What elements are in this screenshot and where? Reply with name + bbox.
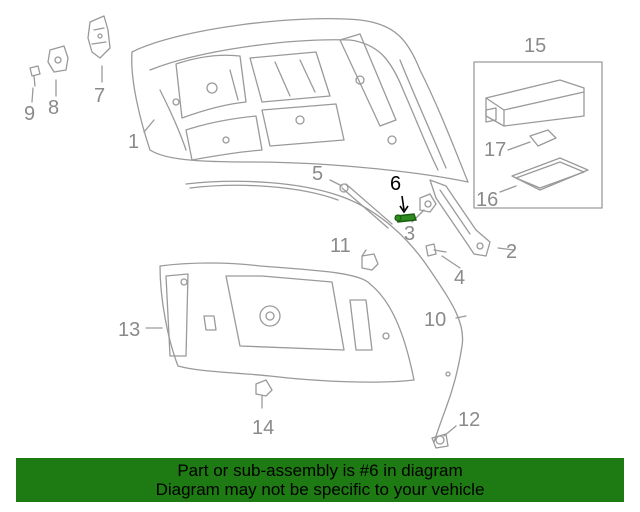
cable-end: [431, 433, 449, 449]
clip: [361, 253, 379, 271]
callout-9: 9: [24, 103, 36, 125]
callout-17: 17: [484, 139, 507, 161]
callout-5: 5: [312, 163, 324, 185]
banner-line-1: Part or sub-assembly is #6 in diagram: [177, 461, 463, 480]
info-banner: Part or sub-assembly is #6 in diagram Di…: [16, 458, 624, 502]
callout-16: 16: [476, 189, 499, 211]
callout-12: 12: [458, 409, 481, 431]
highlighted-part-6: [394, 195, 417, 223]
leader-lines: [31, 65, 531, 437]
callout-15: 15: [524, 35, 547, 57]
callout-4: 4: [454, 267, 466, 289]
banner-line-2: Diagram may not be specific to your vehi…: [155, 480, 485, 499]
callout-6: 6: [390, 173, 402, 195]
insulator-pad: [159, 262, 415, 383]
callout-8: 8: [48, 97, 60, 119]
callout-7: 7: [94, 85, 106, 107]
bolt-right: [425, 243, 447, 257]
release-cable: [185, 180, 464, 445]
callout-13: 13: [118, 319, 141, 341]
insulator-clip: [255, 379, 273, 397]
callout-2: 2: [506, 241, 518, 263]
support-rod: [339, 183, 393, 229]
callout-3: 3: [404, 223, 416, 245]
callout-14: 14: [252, 417, 275, 439]
hood-hinge-right: [429, 179, 491, 257]
callout-11: 11: [330, 235, 351, 257]
callout-1: 1: [128, 131, 140, 153]
bolt-left: [29, 65, 41, 87]
lamp-inset-box: [473, 61, 603, 209]
grommet: [419, 193, 437, 213]
callout-10: 10: [424, 309, 447, 331]
hood-panel: [131, 18, 469, 183]
hood-hinge-left: [87, 15, 111, 59]
bracket: [47, 45, 69, 73]
